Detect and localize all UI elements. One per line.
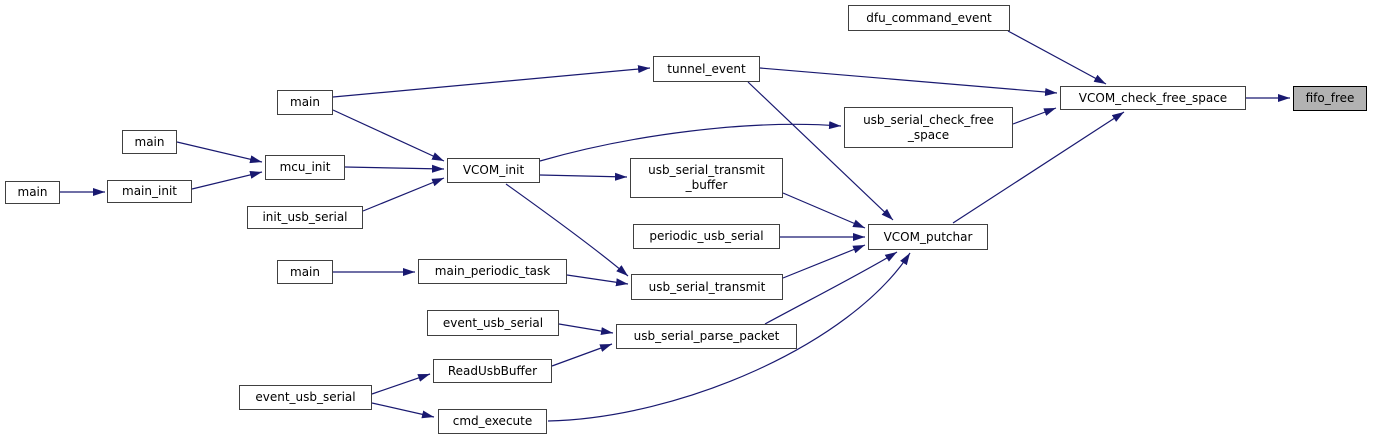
node-mcu-init[interactable]: mcu_init: [265, 155, 345, 180]
edge-event-usb-serial-1-to-usb-serial-parse-packet: [558, 323, 614, 335]
edge-mcu-init-to-vcom-init: [344, 164, 445, 173]
node-vcom-init[interactable]: VCOM_init: [447, 158, 540, 183]
edge-init-usb-serial-to-vcom-init: [362, 177, 445, 212]
edge-dfu-command-event-to-vcom-check-free-space: [1007, 30, 1107, 85]
node-main-init[interactable]: main_init: [107, 180, 192, 203]
edge-vcom-init-to-usb-serial-transmit-buffer: [539, 172, 628, 181]
edge-main-3-to-tunnel-event: [332, 65, 651, 98]
edge-event-usb-serial-2-to-cmd-execute: [371, 402, 435, 419]
node-usb-serial-transmit[interactable]: usb_serial_transmit: [631, 274, 783, 300]
node-cmd-execute[interactable]: cmd_execute: [438, 409, 547, 434]
node-dfu-command-event[interactable]: dfu_command_event: [848, 5, 1010, 31]
node-vcom-putchar[interactable]: VCOM_putchar: [868, 224, 988, 250]
node-main-4[interactable]: main: [277, 260, 333, 284]
node-main-2[interactable]: main: [122, 130, 177, 154]
edge-vcom-putchar-to-vcom-check-free-space: [952, 111, 1125, 224]
node-main-1[interactable]: main: [5, 181, 60, 204]
node-periodic-usb-serial[interactable]: periodic_usb_serial: [633, 224, 780, 249]
node-usb-serial-check-free-space[interactable]: usb_serial_check_free _space: [844, 107, 1013, 148]
edge-vcom-init-to-usb-serial-transmit: [505, 183, 629, 277]
node-event-usb-serial-1[interactable]: event_usb_serial: [427, 310, 559, 336]
node-event-usb-serial-2[interactable]: event_usb_serial: [239, 385, 372, 410]
node-init-usb-serial[interactable]: init_usb_serial: [247, 206, 363, 229]
edge-vcom-init-to-usb-serial-check-free-space: [539, 121, 842, 162]
edge-main-init-to-mcu-init: [191, 170, 263, 190]
edge-event-usb-serial-2-to-read-usb-buffer: [371, 373, 431, 395]
node-tunnel-event[interactable]: tunnel_event: [653, 56, 760, 82]
edge-main-periodic-task-to-usb-serial-transmit: [566, 274, 629, 287]
edge-read-usb-buffer-to-usb-serial-parse-packet: [551, 343, 613, 367]
edge-usb-serial-check-free-space-to-vcom-check-free-space: [1012, 107, 1057, 125]
edge-cmd-execute-to-vcom-putchar: [547, 252, 911, 422]
edge-tunnel-event-to-vcom-check-free-space: [759, 67, 1058, 96]
edge-tunnel-event-to-vcom-putchar: [747, 81, 894, 221]
node-main-periodic-task[interactable]: main_periodic_task: [418, 259, 567, 284]
node-vcom-check-free-space[interactable]: VCOM_check_free_space: [1060, 86, 1246, 110]
node-read-usb-buffer[interactable]: ReadUsbBuffer: [433, 359, 552, 383]
edge-main-2-to-mcu-init: [176, 141, 263, 164]
edge-usb-serial-transmit-to-vcom-putchar: [782, 244, 866, 279]
node-usb-serial-parse-packet[interactable]: usb_serial_parse_packet: [616, 324, 797, 349]
node-usb-serial-transmit-buffer[interactable]: usb_serial_transmit _buffer: [630, 158, 783, 198]
node-fifo-free: fifo_free: [1293, 86, 1367, 111]
edge-main-3-to-vcom-init: [332, 109, 445, 162]
edge-usb-serial-transmit-buffer-to-vcom-putchar: [782, 192, 866, 229]
edge-usb-serial-parse-packet-to-vcom-putchar: [764, 251, 898, 325]
node-main-3[interactable]: main: [277, 90, 333, 115]
